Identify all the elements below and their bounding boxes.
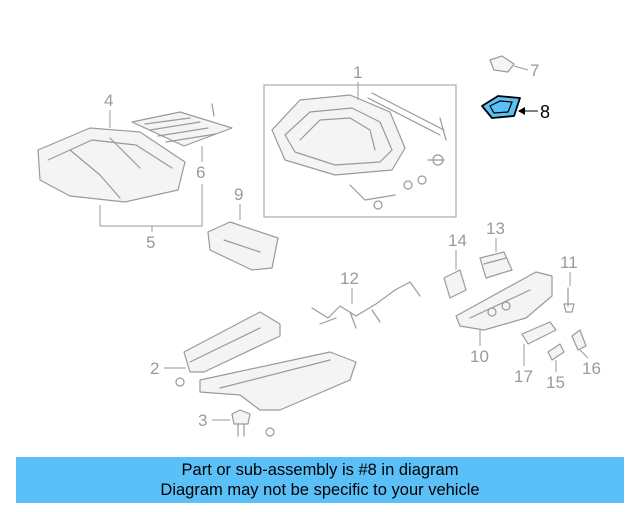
part-1-seat-frame[interactable] [263,84,457,218]
callout-5: 5 [146,233,155,252]
part-13-switch[interactable] [479,251,513,279]
part-16-clip[interactable] [571,329,587,351]
callout-1: 1 [353,63,362,82]
callout-11: 11 [560,253,578,272]
part-4-seat-cushion[interactable] [37,127,186,203]
part-11-bolt[interactable] [563,287,575,313]
part-8-cover-highlighted[interactable] [481,95,521,119]
callout-6: 6 [196,163,205,182]
callout-2: 2 [150,359,159,378]
callout-16: 16 [582,359,601,378]
info-banner: Part or sub-assembly is #8 in diagram Di… [16,457,624,503]
callout-8: 8 [540,102,550,122]
callout-13: 13 [486,219,505,238]
callout-7: 7 [530,61,539,80]
part-10-side-shield[interactable] [455,271,553,331]
part-6-cushion-pad[interactable] [131,103,233,147]
part-17-cover[interactable] [521,321,557,345]
banner-line-2: Diagram may not be specific to your vehi… [160,481,480,499]
callout-15: 15 [546,373,565,392]
callout-9: 9 [234,185,243,204]
part-7-clip[interactable] [489,55,515,73]
callout-17: 17 [514,367,533,386]
callout-10: 10 [470,347,489,366]
part-9-switch-panel[interactable] [207,221,279,271]
callout-3: 3 [198,411,207,430]
callout-4: 4 [104,91,113,110]
callout-12: 12 [340,269,359,288]
part-15-cap[interactable] [547,343,565,361]
part-2-seat-track[interactable] [175,311,357,437]
part-3-bolt[interactable] [231,409,251,437]
part-14-module[interactable] [443,269,467,299]
part-12-wire-harness[interactable] [311,281,421,329]
callout-14: 14 [448,231,467,250]
banner-line-1: Part or sub-assembly is #8 in diagram [181,461,459,479]
